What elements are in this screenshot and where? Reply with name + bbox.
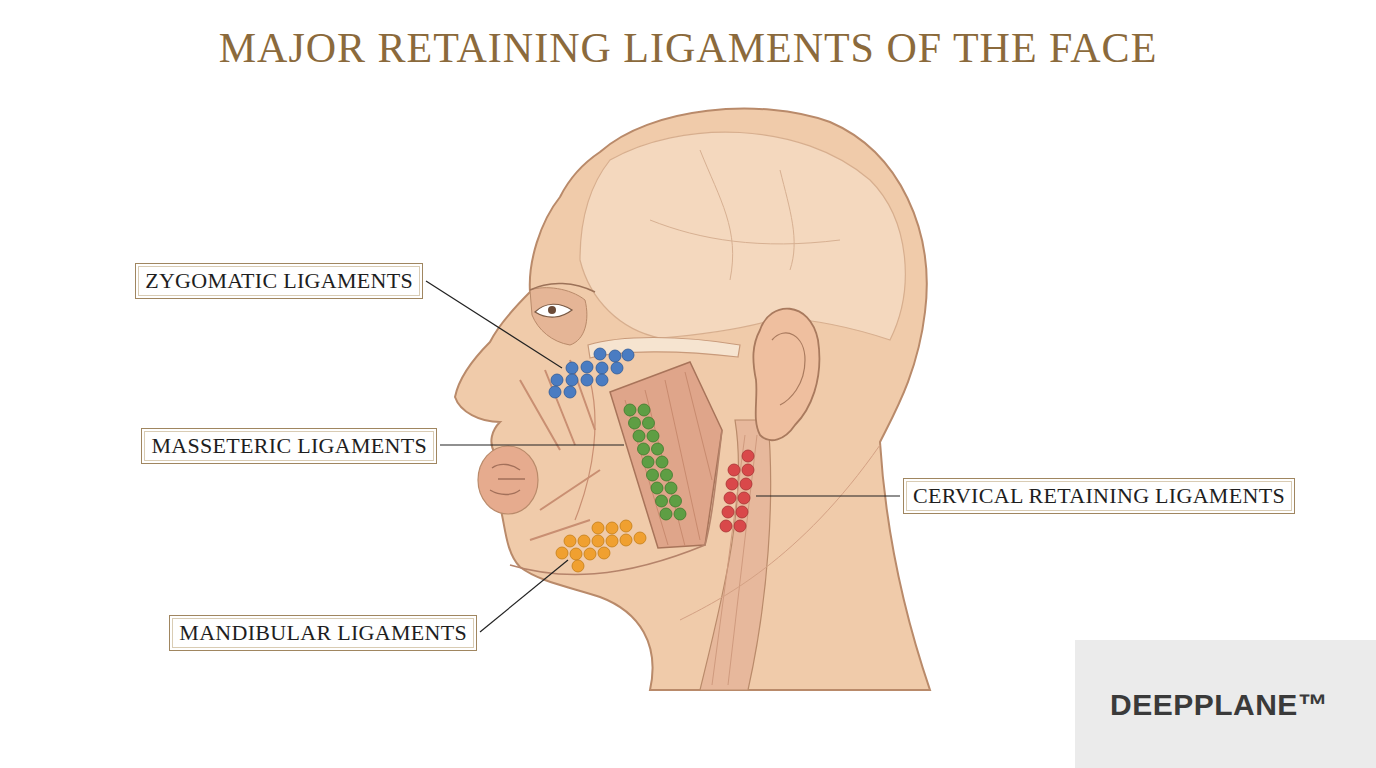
ligament-label: MASSETERIC LIGAMENTS (151, 434, 427, 458)
ligament-label: CERVICAL RETAINING LIGAMENTS (913, 484, 1285, 508)
illustration-part (728, 464, 740, 476)
illustration-part (606, 522, 618, 534)
illustration-part (570, 548, 582, 560)
illustration-part (647, 430, 659, 442)
illustration-part (720, 520, 732, 532)
illustration-part (652, 443, 664, 455)
illustration-part (772, 333, 805, 405)
illustration-part (520, 360, 600, 540)
illustration-part (584, 548, 596, 560)
illustration-part (726, 478, 738, 490)
leader-lines (426, 281, 900, 632)
illustration-part (622, 349, 634, 361)
illustration-part (578, 535, 590, 547)
illustration-part (566, 362, 578, 374)
illustration-part (564, 535, 576, 547)
illustration-part (610, 362, 722, 548)
illustration-part (670, 495, 682, 507)
illustration-part (724, 492, 736, 504)
illustration-part (530, 288, 587, 345)
illustration-part (611, 362, 623, 374)
illustration-part (634, 532, 646, 544)
illustration-part (660, 508, 672, 520)
illustration-part (596, 362, 608, 374)
illustration-part (510, 430, 722, 575)
illustration-part (478, 446, 538, 514)
illustration-part (566, 374, 578, 386)
illustration-part (738, 492, 750, 504)
illustration-part (592, 535, 604, 547)
illustration-part (742, 464, 754, 476)
watermark-panel (1075, 640, 1376, 768)
illustration-part (638, 404, 650, 416)
illustration-part (661, 469, 673, 481)
illustration-part (480, 560, 568, 632)
watermark: DEEPPLANE™ (1110, 688, 1328, 722)
illustration-part (643, 417, 655, 429)
illustration-part (440, 444, 624, 445)
ligament-label: MANDIBULAR LIGAMENTS (179, 621, 467, 645)
illustration-part (426, 281, 562, 368)
illustration-part (594, 348, 606, 360)
illustration-part (609, 350, 621, 362)
illustration-part (647, 469, 659, 481)
illustration-part (753, 309, 819, 441)
mandibular-ligament-dots (556, 520, 646, 572)
illustration-part (490, 464, 525, 494)
illustration-part (625, 372, 712, 546)
illustration-part (651, 482, 663, 494)
illustration-part (556, 547, 568, 559)
illustration-part (564, 386, 576, 398)
illustration-part (572, 560, 584, 572)
illustration-part (740, 478, 752, 490)
masseteric-ligament-dots (624, 404, 686, 520)
illustration-part (712, 435, 757, 685)
illustration-part (549, 386, 561, 398)
label-box: MASSETERIC LIGAMENTS (141, 428, 437, 464)
illustration-part (642, 456, 654, 468)
illustration-part (656, 456, 668, 468)
illustration-part (624, 404, 636, 416)
cervical-ligament-dots (720, 450, 754, 532)
label-box: ZYGOMATIC LIGAMENTS (135, 263, 423, 299)
illustration-part (680, 445, 880, 620)
illustration-part (742, 450, 754, 462)
illustration-part (548, 306, 556, 314)
illustration-part (581, 361, 593, 373)
illustration-part (530, 283, 595, 292)
illustration-part (598, 547, 610, 559)
illustration-part (535, 304, 572, 317)
illustration-part (580, 132, 905, 340)
illustration-part (656, 495, 668, 507)
diagram-title: MAJOR RETAINING LIGAMENTS OF THE FACE (0, 24, 1376, 72)
illustration-part (638, 443, 650, 455)
illustration-part (581, 374, 593, 386)
illustration-part (700, 420, 771, 690)
illustration-part (734, 520, 746, 532)
illustration-part (633, 430, 645, 442)
illustration-part (620, 534, 632, 546)
illustration-part (665, 482, 677, 494)
label-box: CERVICAL RETAINING LIGAMENTS (903, 478, 1295, 514)
label-box: MANDIBULAR LIGAMENTS (169, 615, 477, 651)
illustration-part (596, 374, 608, 386)
ligament-label: ZYGOMATIC LIGAMENTS (145, 269, 413, 293)
illustration-part (650, 150, 840, 280)
illustration-part (620, 520, 632, 532)
illustration-part (606, 535, 618, 547)
illustration-part (629, 417, 641, 429)
illustration-part (756, 495, 900, 496)
head (455, 109, 930, 690)
illustration-part (722, 506, 734, 518)
illustration-part (575, 380, 595, 520)
illustration-part (592, 522, 604, 534)
illustration-part (455, 109, 930, 690)
illustration-part (674, 508, 686, 520)
illustration-part (551, 374, 563, 386)
zygomatic-ligament-dots (549, 348, 634, 398)
illustration-part (736, 506, 748, 518)
